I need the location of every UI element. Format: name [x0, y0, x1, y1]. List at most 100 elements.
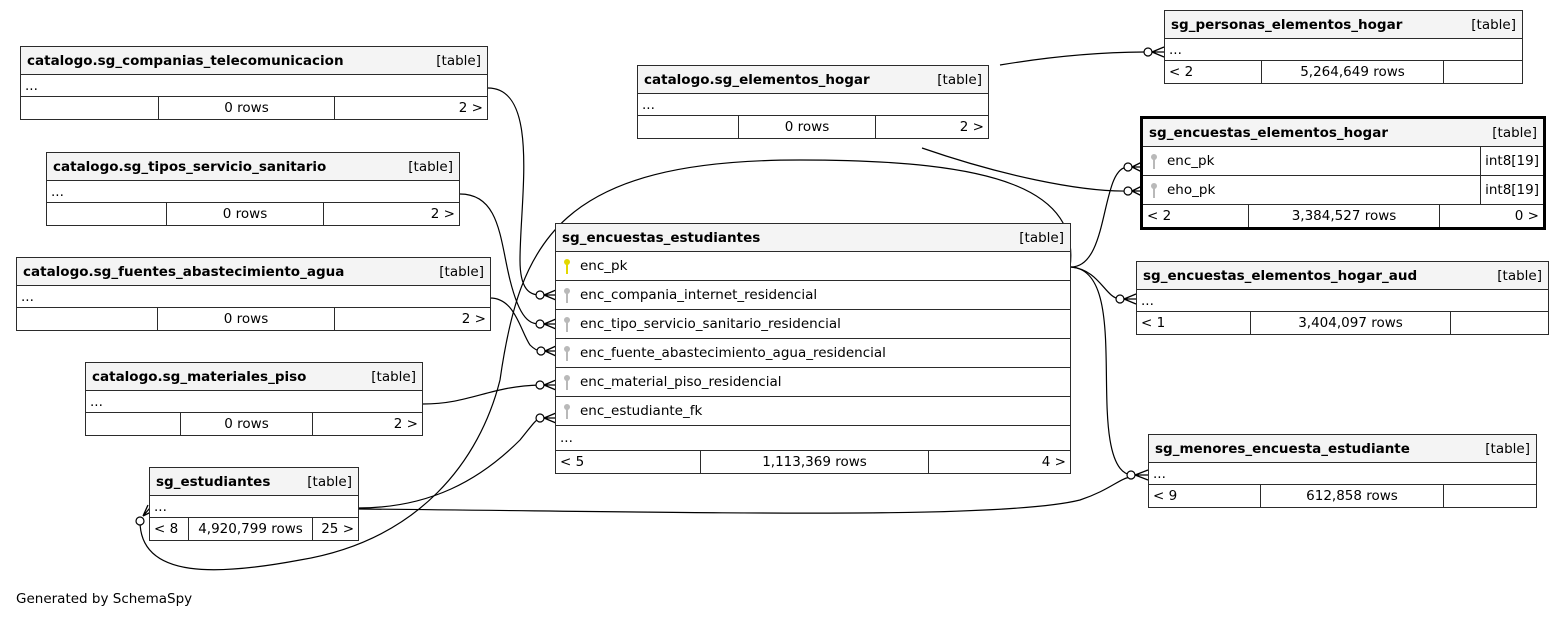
column-row[interactable]: enc_pk int8[19] — [1143, 147, 1543, 176]
row-count: 1,113,369 rows — [701, 451, 929, 473]
parents-count[interactable] — [47, 203, 167, 225]
columns-ellipsis: ... — [556, 426, 1070, 451]
children-count[interactable]: 2 > — [393, 416, 418, 432]
table-sg-encuestas-elementos-hogar[interactable]: sg_encuestas_elementos_hogar [table] enc… — [1140, 116, 1546, 230]
table-sg-encuestas-estudiantes[interactable]: sg_encuestas_estudiantes [table] enc_pk … — [555, 223, 1071, 474]
foreign-key-icon — [562, 316, 572, 332]
row-count: 612,858 rows — [1261, 485, 1444, 507]
columns-ellipsis: ... — [86, 391, 422, 413]
parents-count[interactable] — [21, 97, 159, 119]
column-row[interactable]: enc_pk — [556, 252, 1070, 281]
table-footer: < 1 3,404,097 rows — [1137, 312, 1548, 334]
children-count[interactable]: 4 > — [1041, 454, 1066, 470]
table-name[interactable]: catalogo.sg_elementos_hogar — [644, 71, 870, 88]
parents-count[interactable]: < 9 — [1149, 485, 1261, 507]
children-count[interactable]: 25 > — [321, 521, 354, 537]
table-footer: 0 rows 2 > — [638, 116, 988, 138]
children-count[interactable]: 2 > — [458, 100, 483, 116]
parents-count[interactable]: < 5 — [556, 451, 701, 473]
table-sg-encuestas-elementos-hogar-aud[interactable]: sg_encuestas_elementos_hogar_aud [table]… — [1136, 261, 1549, 335]
column-name: enc_pk — [1167, 153, 1215, 169]
column-row[interactable]: enc_estudiante_fk — [556, 397, 1070, 426]
table-header: sg_personas_elementos_hogar [table] — [1165, 11, 1522, 39]
parents-count[interactable] — [638, 116, 739, 138]
primary-key-icon — [562, 258, 572, 274]
children-count[interactable]: 2 > — [430, 206, 455, 222]
column-row[interactable]: enc_material_piso_residencial — [556, 368, 1070, 397]
columns-ellipsis: ... — [150, 496, 358, 518]
table-name[interactable]: sg_encuestas_elementos_hogar — [1149, 124, 1388, 141]
edge-estudiantes-encuestas — [357, 417, 541, 509]
edge-estudiantes-menores — [357, 476, 1132, 514]
table-name[interactable]: sg_menores_encuesta_estudiante — [1155, 440, 1410, 457]
optional-marker — [1126, 470, 1136, 480]
edge-encuestas-menores — [1070, 266, 1132, 476]
children-count[interactable] — [1444, 61, 1522, 83]
crowfoot-marker — [543, 318, 557, 330]
edge-encuestas-encelem-enc — [1070, 166, 1129, 268]
crowfoot-marker — [544, 345, 557, 357]
children-count[interactable] — [1444, 485, 1536, 507]
table-header: catalogo.sg_companias_telecomunicacion [… — [21, 47, 487, 75]
table-sg-personas-elementos-hogar[interactable]: sg_personas_elementos_hogar [table] ... … — [1164, 10, 1523, 84]
optional-marker — [535, 319, 545, 329]
table-sg-estudiantes[interactable]: sg_estudiantes [table] ... < 8 4,920,799… — [149, 467, 359, 541]
table-name[interactable]: sg_encuestas_elementos_hogar_aud — [1143, 267, 1418, 284]
columns-ellipsis: ... — [638, 94, 988, 116]
edge-elementos-encelem — [921, 147, 1129, 192]
parents-count[interactable]: < 2 — [1165, 61, 1262, 83]
table-sg-materiales-piso[interactable]: catalogo.sg_materiales_piso [table] ... … — [85, 362, 423, 436]
column-row[interactable]: enc_compania_internet_residencial — [556, 281, 1070, 310]
children-count[interactable]: 0 > — [1514, 208, 1539, 224]
row-count: 5,264,649 rows — [1262, 61, 1444, 83]
edge-companias-encuestas — [487, 87, 541, 296]
table-sg-tipos-servicio-sanitario[interactable]: catalogo.sg_tipos_servicio_sanitario [ta… — [46, 152, 460, 226]
children-count[interactable]: 2 > — [959, 119, 984, 135]
edge-tipos-encuestas — [459, 193, 541, 325]
table-name[interactable]: sg_encuestas_estudiantes — [562, 229, 761, 246]
optional-marker — [1143, 47, 1153, 57]
generated-by-label: Generated by SchemaSpy — [16, 591, 193, 607]
table-sg-menores-encuesta-estudiante[interactable]: sg_menores_encuesta_estudiante [table] .… — [1148, 434, 1537, 508]
table-name[interactable]: catalogo.sg_companias_telecomunicacion — [27, 52, 344, 69]
crowfoot-marker — [1134, 469, 1149, 481]
table-name[interactable]: catalogo.sg_materiales_piso — [92, 368, 307, 385]
table-header: sg_encuestas_elementos_hogar_aud [table] — [1137, 262, 1548, 290]
table-header: sg_estudiantes [table] — [150, 468, 358, 496]
table-sg-companias-telecomunicacion[interactable]: catalogo.sg_companias_telecomunicacion [… — [20, 46, 488, 120]
row-count: 0 rows — [158, 308, 335, 330]
table-footer: < 2 3,384,527 rows 0 > — [1143, 205, 1543, 227]
table-kind: [table] — [436, 52, 481, 69]
crowfoot-marker — [1123, 293, 1137, 305]
parents-count[interactable]: < 8 — [150, 518, 189, 540]
foreign-key-icon — [562, 403, 572, 419]
table-header: sg_encuestas_elementos_hogar [table] — [1143, 119, 1543, 147]
table-name[interactable]: catalogo.sg_fuentes_abastecimiento_agua — [23, 263, 345, 280]
table-sg-elementos-hogar[interactable]: catalogo.sg_elementos_hogar [table] ... … — [637, 65, 989, 139]
optional-marker — [535, 290, 545, 300]
optional-marker — [536, 346, 546, 356]
foreign-key-icon — [562, 287, 572, 303]
edge-encuestas-aud — [1070, 266, 1121, 300]
parents-count[interactable]: < 1 — [1137, 312, 1251, 334]
table-footer: 0 rows 2 > — [21, 97, 487, 119]
table-kind: [table] — [937, 71, 982, 88]
children-count[interactable]: 2 > — [461, 311, 486, 327]
columns-ellipsis: ... — [1165, 39, 1522, 61]
parents-count[interactable]: < 2 — [1143, 205, 1249, 227]
children-count[interactable] — [1451, 312, 1548, 334]
column-row[interactable]: enc_fuente_abastecimiento_agua_residenci… — [556, 339, 1070, 368]
column-row[interactable]: eho_pk int8[19] — [1143, 176, 1543, 205]
table-name[interactable]: catalogo.sg_tipos_servicio_sanitario — [53, 158, 327, 175]
column-row[interactable]: enc_tipo_servicio_sanitario_residencial — [556, 310, 1070, 339]
foreign-key-icon — [1149, 182, 1159, 198]
table-sg-fuentes-abastecimiento-agua[interactable]: catalogo.sg_fuentes_abastecimiento_agua … — [16, 257, 491, 331]
table-name[interactable]: sg_estudiantes — [156, 473, 271, 490]
table-kind: [table] — [1485, 440, 1530, 457]
column-type: int8[19] — [1480, 176, 1543, 204]
table-kind: [table] — [307, 473, 352, 490]
parents-count[interactable] — [86, 413, 181, 435]
table-name[interactable]: sg_personas_elementos_hogar — [1171, 16, 1403, 33]
parents-count[interactable] — [17, 308, 158, 330]
